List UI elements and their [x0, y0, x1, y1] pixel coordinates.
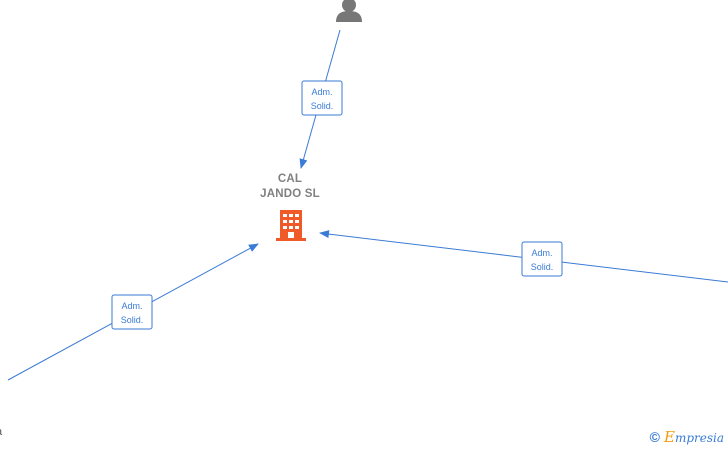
- company-name[interactable]: CAL JANDO SL: [240, 172, 340, 202]
- relation-label-line1: Adm.: [121, 301, 142, 311]
- brand-name-rest: mpresia: [674, 431, 724, 445]
- relation-label-left[interactable]: Adm. Solid.: [111, 294, 153, 330]
- brand-name-initial: E: [663, 428, 675, 446]
- copyright-icon: ©: [649, 429, 660, 445]
- brand-name: Empresia: [664, 428, 724, 446]
- company-name-line1: CAL: [277, 173, 303, 185]
- building-icon[interactable]: [276, 210, 306, 241]
- relation-label-line2: Solid.: [121, 315, 144, 325]
- brand-watermark: © Empresia: [650, 428, 724, 446]
- relation-label-line1: Adm.: [531, 248, 552, 258]
- relation-label-line2: Solid.: [311, 101, 334, 111]
- company-name-line2: JANDO SL: [260, 188, 320, 200]
- relation-label-line1: Adm.: [311, 87, 332, 97]
- relation-label-line2: Solid.: [531, 262, 554, 272]
- relation-label-top[interactable]: Adm. Solid.: [301, 80, 343, 116]
- cut-off-node-label: a: [0, 426, 2, 438]
- relation-label-right[interactable]: Adm. Solid.: [521, 241, 563, 277]
- person-icon[interactable]: [336, 0, 362, 22]
